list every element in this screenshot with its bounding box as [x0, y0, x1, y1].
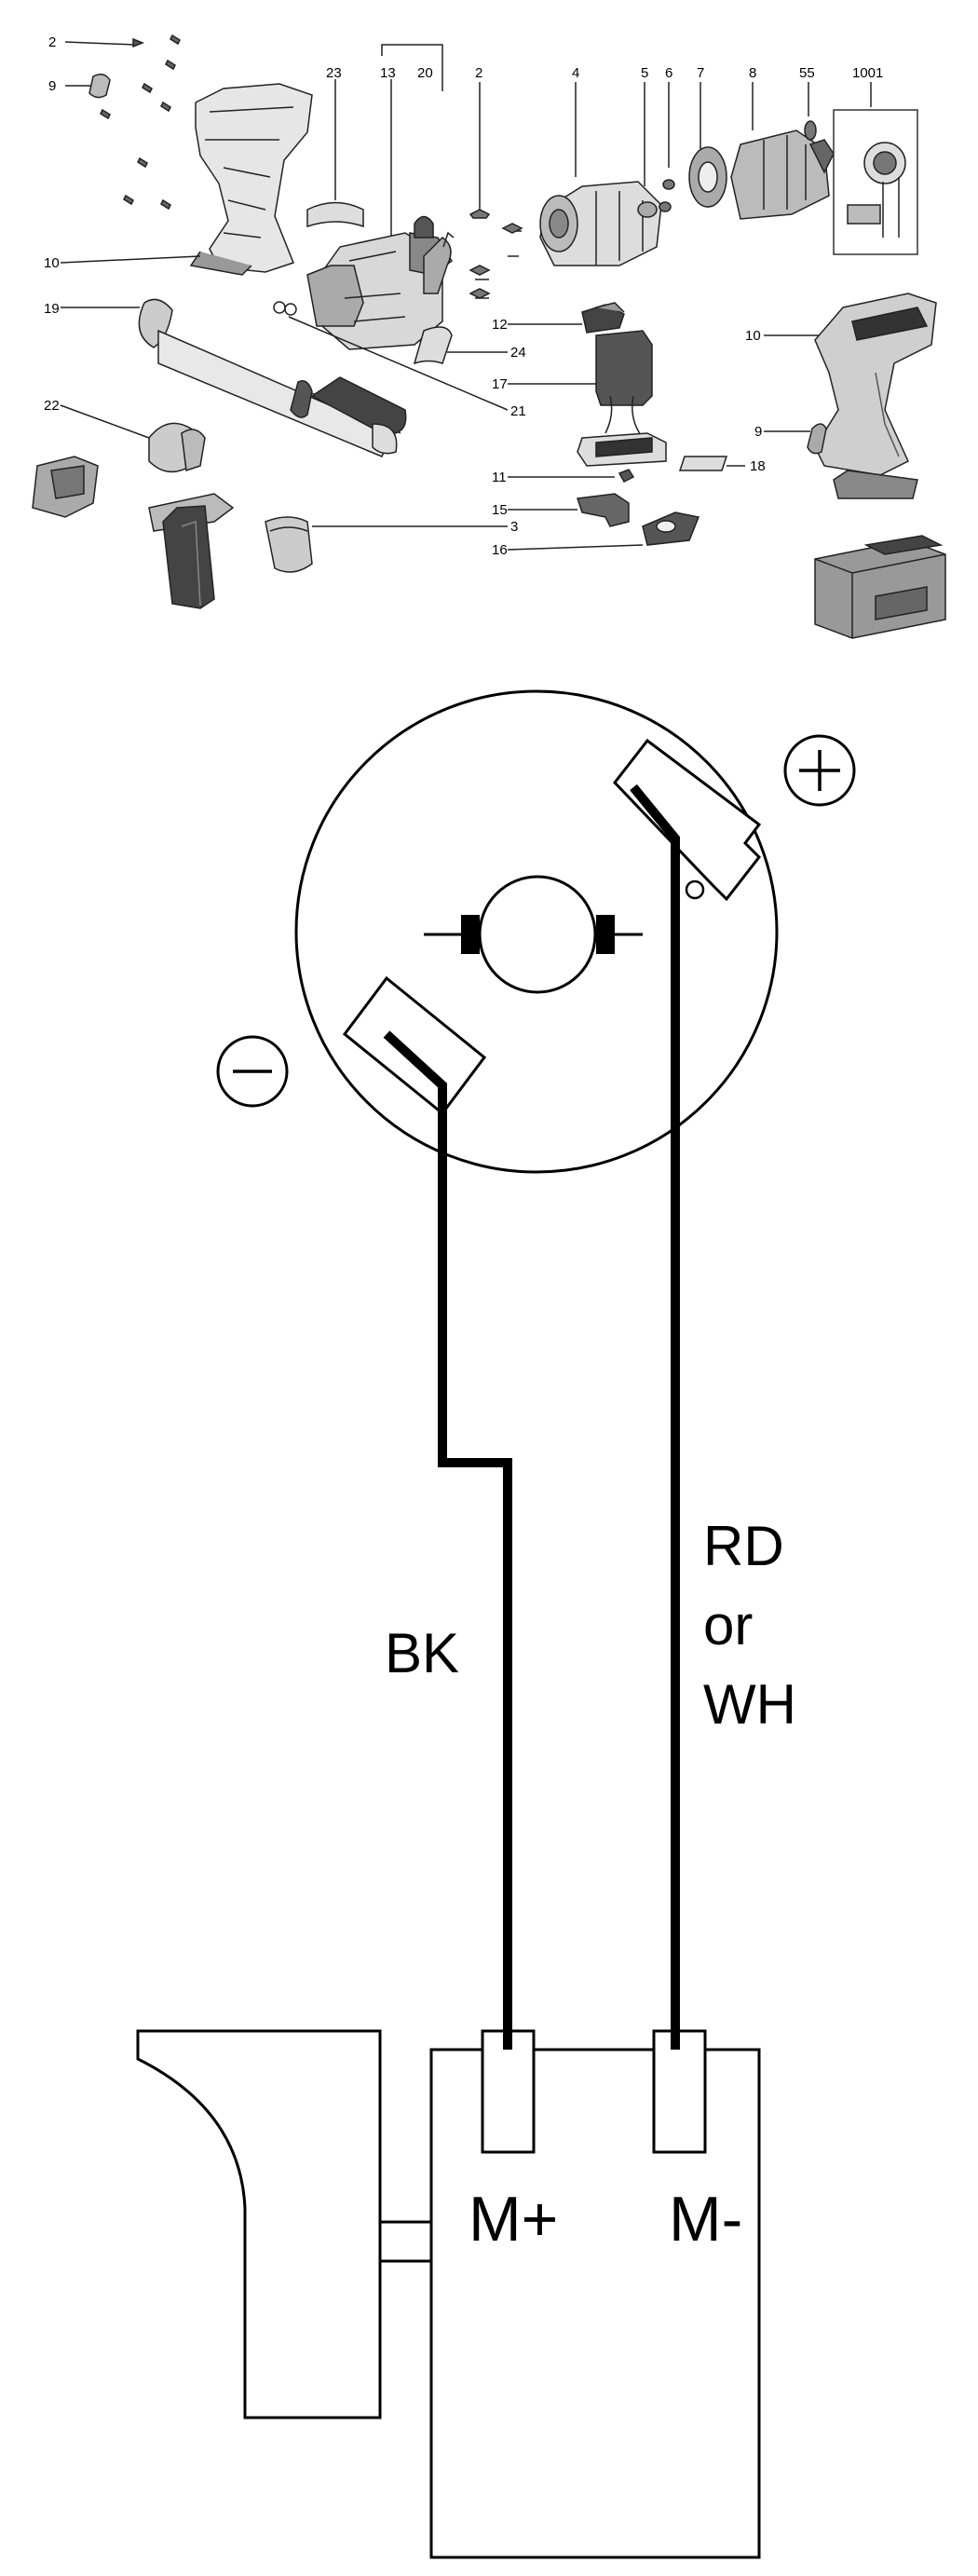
- callout-7: 7: [697, 65, 704, 81]
- wire-label-wh: WH: [703, 1673, 796, 1736]
- callout-13: 13: [380, 65, 396, 81]
- part-9-right: [764, 423, 827, 455]
- callout-19: 19: [44, 301, 60, 317]
- lock-parts-20: [414, 215, 455, 294]
- callout-4: 4: [572, 65, 579, 81]
- shim-part-23: [306, 79, 364, 228]
- callout-9-right: 9: [754, 424, 762, 440]
- callout-2: 2: [48, 34, 56, 50]
- drill-chuck-assembly: [32, 404, 235, 609]
- callout-17: 17: [492, 376, 508, 392]
- callout-11: 11: [492, 470, 507, 485]
- positive-symbol: [783, 734, 856, 807]
- callout-5: 5: [641, 65, 648, 81]
- side-handle: [61, 298, 407, 457]
- callout-55: 55: [799, 65, 815, 81]
- terminal-label-m-minus: M-: [669, 2184, 742, 2255]
- callout-21: 21: [510, 403, 526, 419]
- callout-18: 18: [750, 458, 766, 474]
- motor-negative-terminal: [342, 975, 487, 1116]
- o-rings-21: [273, 301, 509, 411]
- callout-22: 22: [44, 398, 60, 414]
- part-55: [804, 82, 817, 141]
- switch-trigger: [136, 2029, 433, 2419]
- negative-symbol: [216, 1035, 289, 1108]
- terminal-label-m-plus: M+: [469, 2184, 558, 2255]
- wiring-diagram: BK RD or WH M+ M-: [136, 689, 856, 2559]
- label-part-18: [678, 456, 745, 471]
- planetary-gearbox-4: [539, 82, 662, 266]
- shim-part-24: [413, 326, 508, 365]
- wire-label-rd: RD: [703, 1515, 784, 1577]
- callout-20: 20: [417, 65, 433, 81]
- motor-shaft-symbol: [424, 875, 643, 994]
- wire-label-bk: BK: [385, 1622, 459, 1684]
- housing-left-half: [60, 83, 313, 276]
- callout-23: 23: [326, 65, 342, 81]
- battery-pack: [814, 535, 946, 639]
- part-11: [508, 469, 635, 483]
- motor-8: [730, 82, 835, 220]
- lever-part-12: [508, 302, 625, 334]
- callout-9: 9: [48, 78, 56, 94]
- motor-positive-terminal: [613, 738, 762, 902]
- part-callouts: 2 9 10 19 22 23 13 20 2 4 5 6 7 8 55 100…: [44, 34, 883, 558]
- electronics-box-1001: [833, 82, 918, 255]
- callout-24: 24: [510, 345, 526, 361]
- callout-1001: 1001: [852, 65, 883, 81]
- callout-12: 12: [492, 317, 508, 333]
- exploded-parts-view: [32, 34, 946, 639]
- wire-bk: [383, 1030, 512, 2050]
- switch-connector-left: [481, 2029, 536, 2154]
- callout-8: 8: [749, 65, 756, 81]
- callout-15: 15: [492, 502, 508, 518]
- switch-connector-right: [652, 2029, 707, 2154]
- screw-set-center: [469, 82, 523, 299]
- gear-housing-13: [306, 44, 453, 350]
- housing-assembled: [764, 293, 937, 499]
- gear-ring-7: [688, 82, 727, 208]
- callout-10: 10: [44, 255, 60, 271]
- wire-rd-wh: [630, 784, 680, 2050]
- switch-box: [429, 2048, 761, 2559]
- callout-10-right: 10: [745, 328, 761, 344]
- small-parts-5-6: [637, 82, 675, 218]
- wire-label-or: or: [703, 1594, 753, 1656]
- retainer-part-16: [507, 511, 700, 551]
- motor-outline: [294, 689, 779, 1174]
- callout-3: 3: [510, 519, 518, 535]
- clip-part-15: [508, 493, 630, 527]
- trigger-switch-17: [508, 330, 667, 467]
- clamp-band-3: [265, 516, 508, 573]
- screw-set-top-left: [64, 34, 181, 211]
- callout-16: 16: [492, 542, 508, 558]
- callout-6: 6: [665, 65, 672, 81]
- callout-2-center: 2: [475, 65, 482, 81]
